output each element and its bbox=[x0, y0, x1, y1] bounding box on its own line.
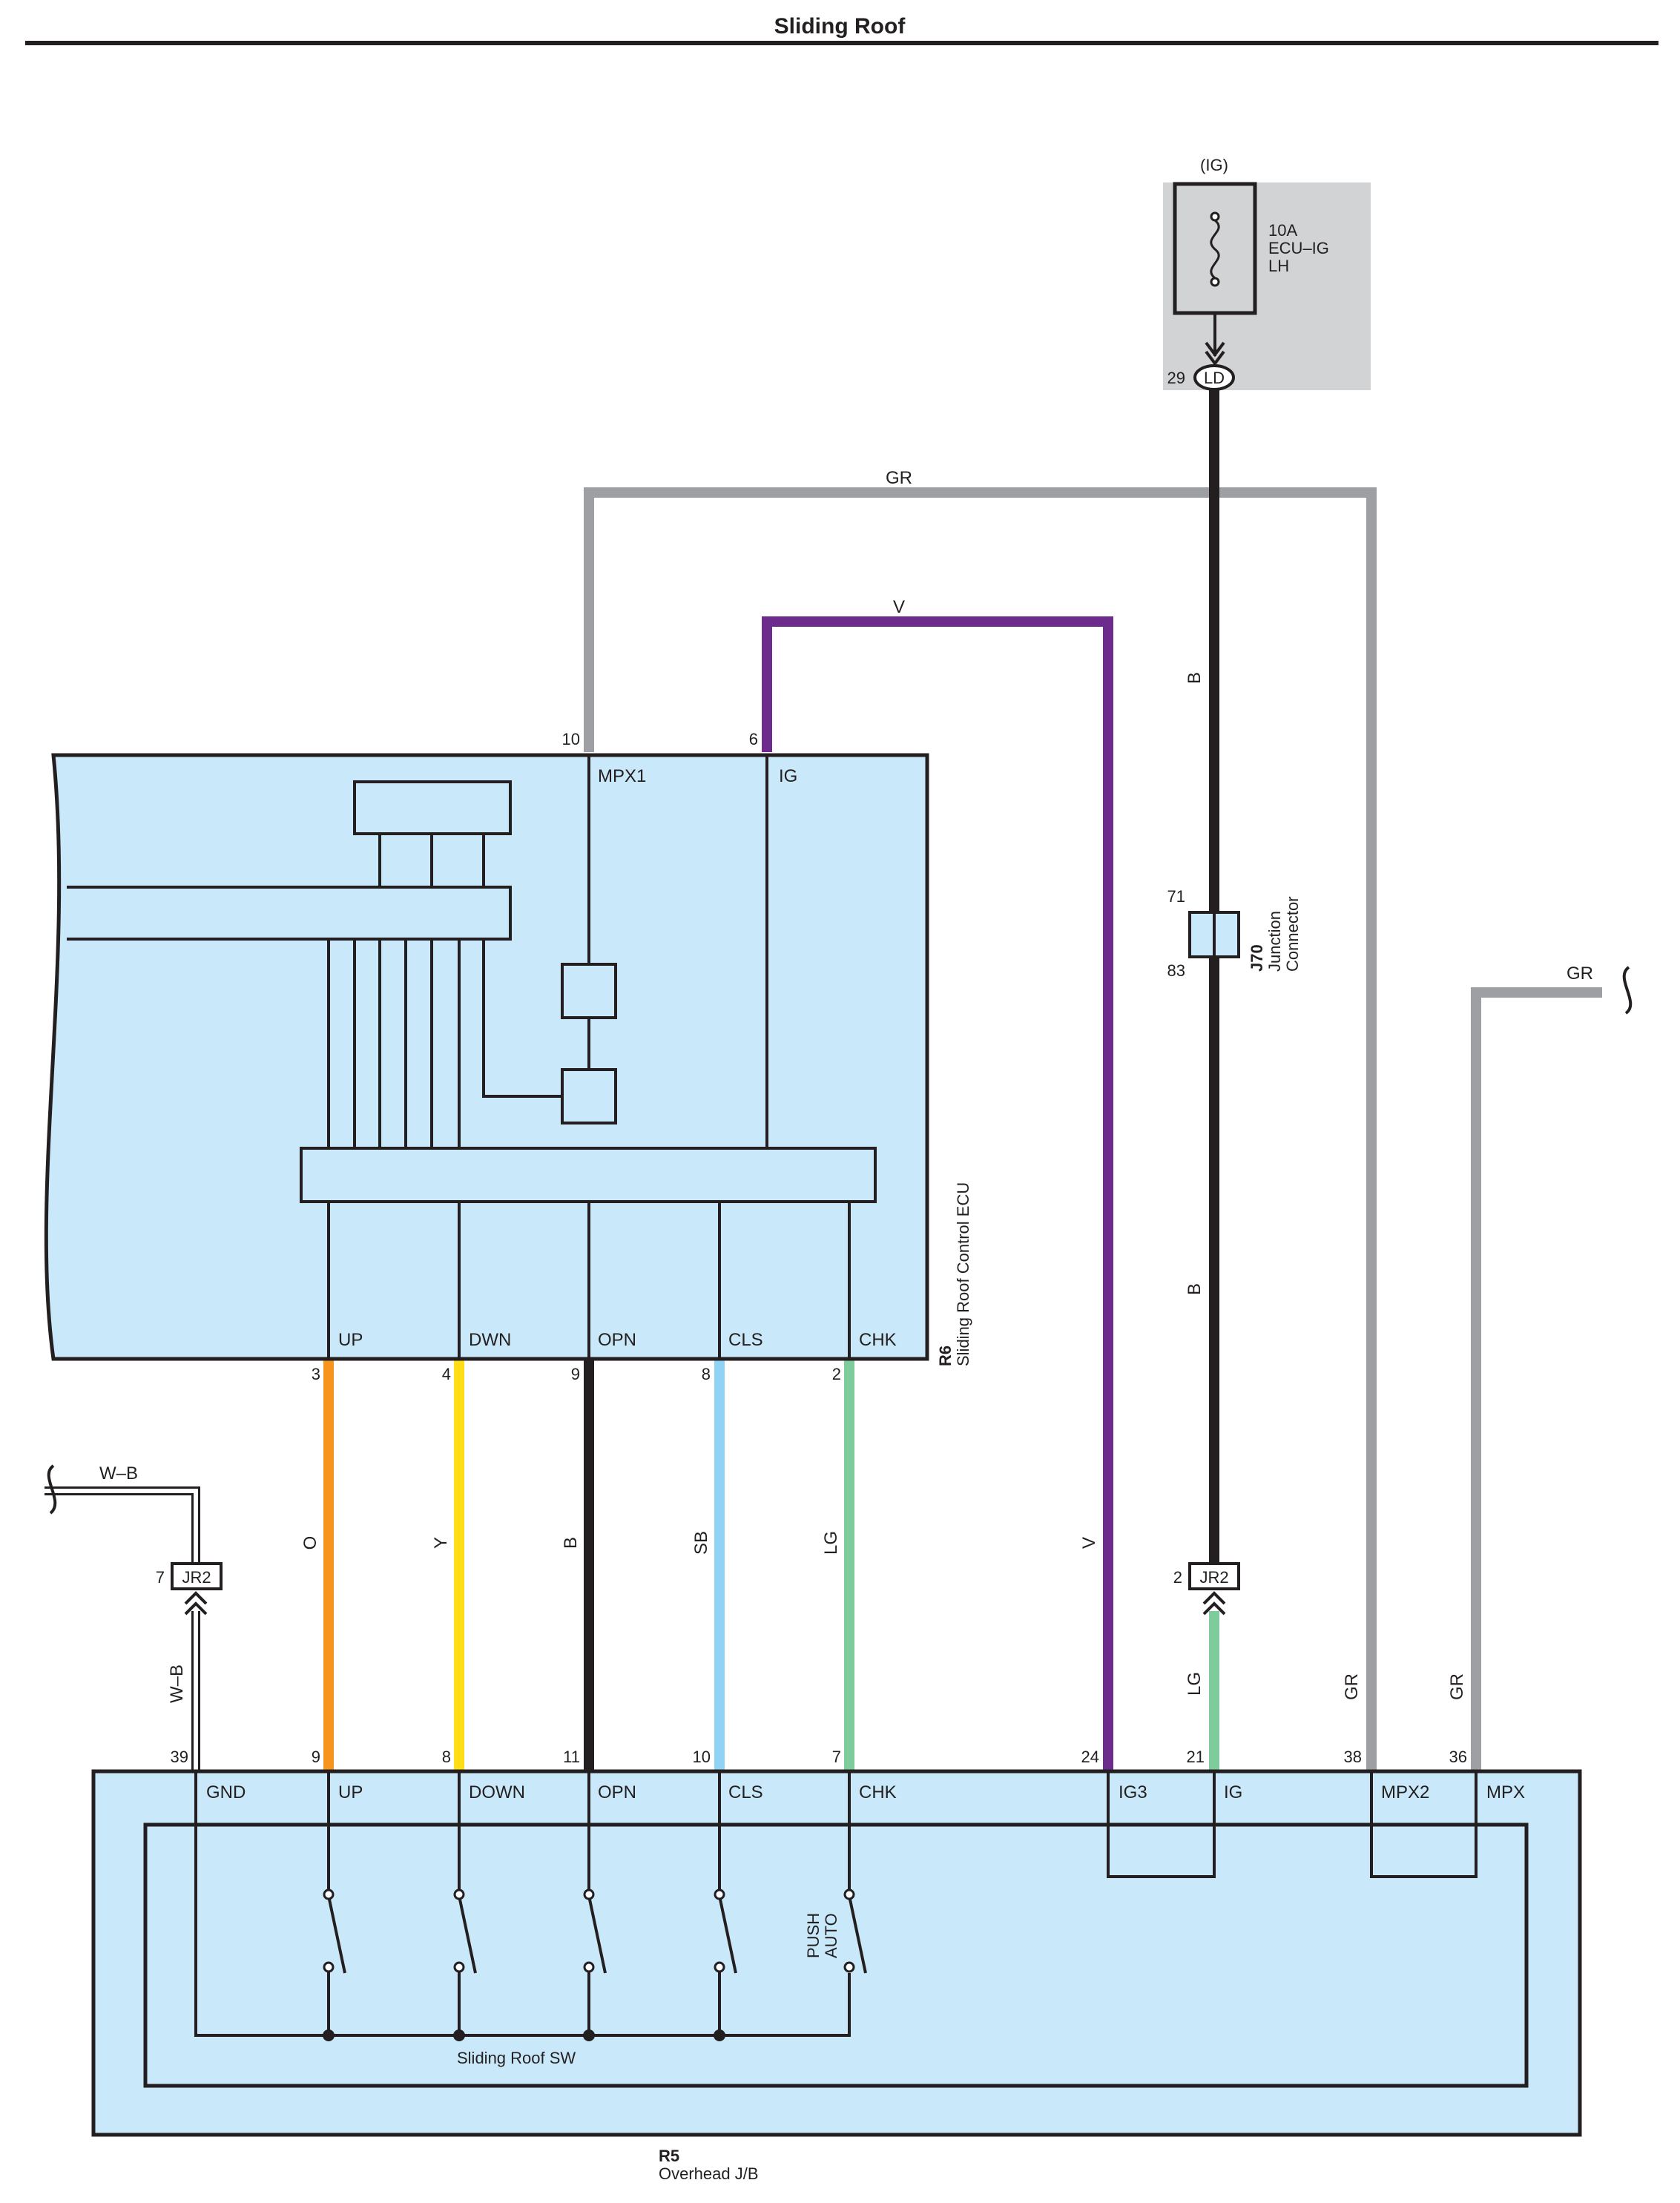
fuse-name-line1: ECU–IG bbox=[1268, 239, 1329, 257]
ecu-term-ig: IG bbox=[779, 766, 797, 786]
switch-junction-dots bbox=[323, 2029, 725, 2041]
fuse-connector-arrow-icon bbox=[1205, 341, 1225, 366]
wire-break-icon-left bbox=[47, 1464, 57, 1515]
ecu-pin-chk: 2 bbox=[832, 1365, 841, 1383]
wire-label-lg-left: LG bbox=[821, 1531, 841, 1555]
wire-label-gr-36: GR bbox=[1447, 1673, 1467, 1700]
diagram-title: Sliding Roof bbox=[774, 14, 906, 39]
jr2-right-label: JR2 bbox=[1199, 1568, 1228, 1587]
switch-contact-points bbox=[323, 1888, 855, 1973]
jb-term-up: UP bbox=[338, 1782, 363, 1802]
j70-pin-top: 71 bbox=[1167, 887, 1185, 906]
sliding-roof-switches bbox=[194, 1825, 867, 2037]
ecu-term-chk: CHK bbox=[859, 1330, 897, 1350]
jb-pin-ig3: 24 bbox=[1081, 1748, 1099, 1766]
ecu-term-mpx1: MPX1 bbox=[598, 766, 646, 786]
wire-label-b-lower: B bbox=[1185, 1283, 1205, 1295]
wire-label-v-top: V bbox=[893, 597, 905, 617]
wire-break-icon bbox=[1622, 966, 1633, 1015]
jb-term-ig3: IG3 bbox=[1119, 1782, 1147, 1802]
ecu-pin-ig: 6 bbox=[749, 730, 758, 748]
wire-gr-mpx-right bbox=[1471, 987, 1602, 1771]
ecu-pin-opn: 9 bbox=[571, 1365, 580, 1383]
jb-pin-mpx2: 38 bbox=[1344, 1748, 1362, 1766]
jb-terminal-dividers bbox=[194, 1771, 1478, 1878]
jr2-left-pin: 7 bbox=[156, 1568, 165, 1587]
jb-pin-gnd: 39 bbox=[171, 1748, 188, 1766]
fuse-icon bbox=[1210, 211, 1220, 287]
ecu-name: Sliding Roof Control ECU bbox=[954, 1182, 972, 1366]
jb-term-opn: OPN bbox=[598, 1782, 636, 1802]
j70-pin-bottom: 83 bbox=[1167, 961, 1185, 980]
sliding-roof-sw-body bbox=[143, 1822, 1529, 2088]
ld-connector-label: LD bbox=[1204, 369, 1225, 387]
jb-pin-opn: 11 bbox=[563, 1748, 580, 1766]
jb-term-chk: CHK bbox=[859, 1782, 897, 1802]
fuse-name-line2: LH bbox=[1268, 257, 1289, 275]
wire-label-gr-top: GR bbox=[886, 468, 912, 488]
ecu-term-up: UP bbox=[338, 1330, 363, 1350]
ecu-term-opn: OPN bbox=[598, 1330, 636, 1350]
ecu-pin-dwn: 4 bbox=[442, 1365, 451, 1383]
wire-wb-ground bbox=[45, 1486, 200, 1771]
ld-connector-pin: 29 bbox=[1167, 369, 1185, 387]
jb-pin-ig: 21 bbox=[1187, 1748, 1205, 1766]
fuse-box-area bbox=[1163, 182, 1371, 390]
jb-term-cls: CLS bbox=[728, 1782, 763, 1802]
wire-v-ig bbox=[762, 616, 1113, 1771]
jb-term-mpx: MPX bbox=[1486, 1782, 1525, 1802]
jr2-left-connector bbox=[171, 1562, 223, 1616]
jb-term-mpx2: MPX2 bbox=[1381, 1782, 1429, 1802]
wire-label-wb-vertical: W–B bbox=[167, 1664, 187, 1703]
wire-label-o: O bbox=[300, 1536, 320, 1550]
ecu-term-cls: CLS bbox=[728, 1330, 763, 1350]
ecu-pin-mpx1: 10 bbox=[562, 730, 580, 748]
jr2-right-connector bbox=[1188, 1562, 1240, 1616]
sliding-roof-sw-label: Sliding Roof SW bbox=[457, 2049, 576, 2067]
wire-label-y: Y bbox=[431, 1537, 451, 1549]
jb-code: R5 bbox=[659, 2147, 679, 2165]
wire-label-gr-38: GR bbox=[1342, 1673, 1362, 1700]
jb-term-down: DOWN bbox=[469, 1782, 525, 1802]
jb-term-ig: IG bbox=[1224, 1782, 1242, 1802]
jb-pin-mpx: 36 bbox=[1449, 1748, 1467, 1766]
push-auto-label-line2: AUTO bbox=[822, 1913, 840, 1958]
fuse-rating: 10A bbox=[1268, 221, 1297, 240]
j70-code: J70 bbox=[1248, 944, 1266, 972]
wire-label-wb-top: W–B bbox=[99, 1463, 138, 1484]
jb-term-gnd: GND bbox=[206, 1782, 246, 1802]
push-auto-label-line1: PUSH bbox=[804, 1913, 823, 1958]
jr2-right-pin: 2 bbox=[1173, 1568, 1182, 1587]
ecu-code: R6 bbox=[936, 1346, 955, 1366]
j70-name-line2: Connector bbox=[1283, 896, 1302, 972]
wire-label-lg-right: LG bbox=[1185, 1672, 1205, 1696]
jr2-left-label: JR2 bbox=[182, 1568, 211, 1587]
wire-label-b-upper: B bbox=[1185, 672, 1205, 684]
j70-name-line1: Junction bbox=[1265, 911, 1284, 972]
jb-name: Overhead J/B bbox=[659, 2164, 759, 2183]
ecu-internal-circuit bbox=[67, 755, 877, 1359]
wire-gr-mpx bbox=[584, 487, 1377, 1771]
wire-label-b-mid: B bbox=[561, 1537, 581, 1549]
jb-pin-up: 9 bbox=[312, 1748, 320, 1766]
ecu-body bbox=[44, 753, 929, 1361]
jb-pin-down: 8 bbox=[442, 1748, 451, 1766]
wire-label-v-vertical: V bbox=[1079, 1537, 1099, 1549]
jb-pin-chk: 7 bbox=[832, 1748, 841, 1766]
ecu-term-dwn: DWN bbox=[469, 1330, 511, 1350]
ecu-pin-up: 3 bbox=[312, 1365, 320, 1383]
ecu-pin-cls: 8 bbox=[702, 1365, 711, 1383]
wire-label-sb: SB bbox=[691, 1531, 711, 1555]
jb-pin-cls: 10 bbox=[693, 1748, 711, 1766]
fuse-source-label: (IG) bbox=[1200, 156, 1228, 174]
wire-label-gr-right: GR bbox=[1567, 964, 1593, 984]
